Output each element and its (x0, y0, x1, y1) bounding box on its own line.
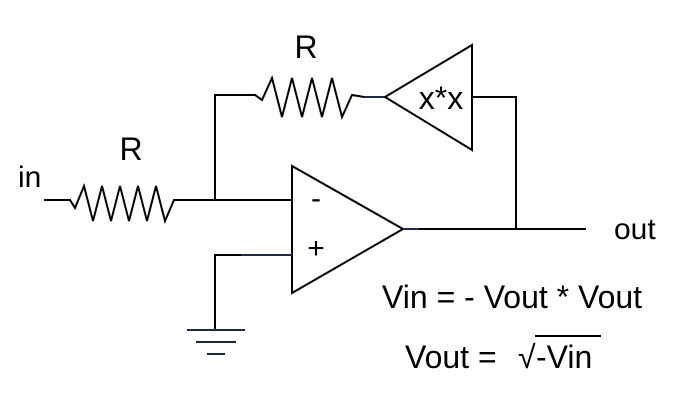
equation-2-prefix: Vout = (405, 339, 506, 375)
input-resistor (68, 182, 216, 225)
equation-2: Vout = √ -Vin (405, 335, 601, 375)
output-label: out (614, 213, 656, 246)
equation-1: Vin = - Vout * Vout (382, 279, 642, 315)
input-label: in (18, 161, 41, 194)
feedback-resistor (253, 75, 366, 120)
input-resistor-label: R (119, 131, 142, 167)
multiplier-output-wire (471, 96, 517, 230)
feedback-riser-wire (214, 94, 256, 201)
multiplier-label: x*x (419, 80, 463, 116)
op-amp (291, 164, 406, 295)
op-amp-plus-label: + (307, 232, 325, 265)
ground-symbol (187, 329, 245, 355)
equation-2-radical: √ (518, 339, 536, 375)
op-amp-minus-label: - (311, 182, 321, 215)
equation-2-radicand: -Vin (536, 339, 592, 375)
feedback-resistor-label: R (294, 29, 317, 65)
ground-wire (214, 254, 241, 331)
